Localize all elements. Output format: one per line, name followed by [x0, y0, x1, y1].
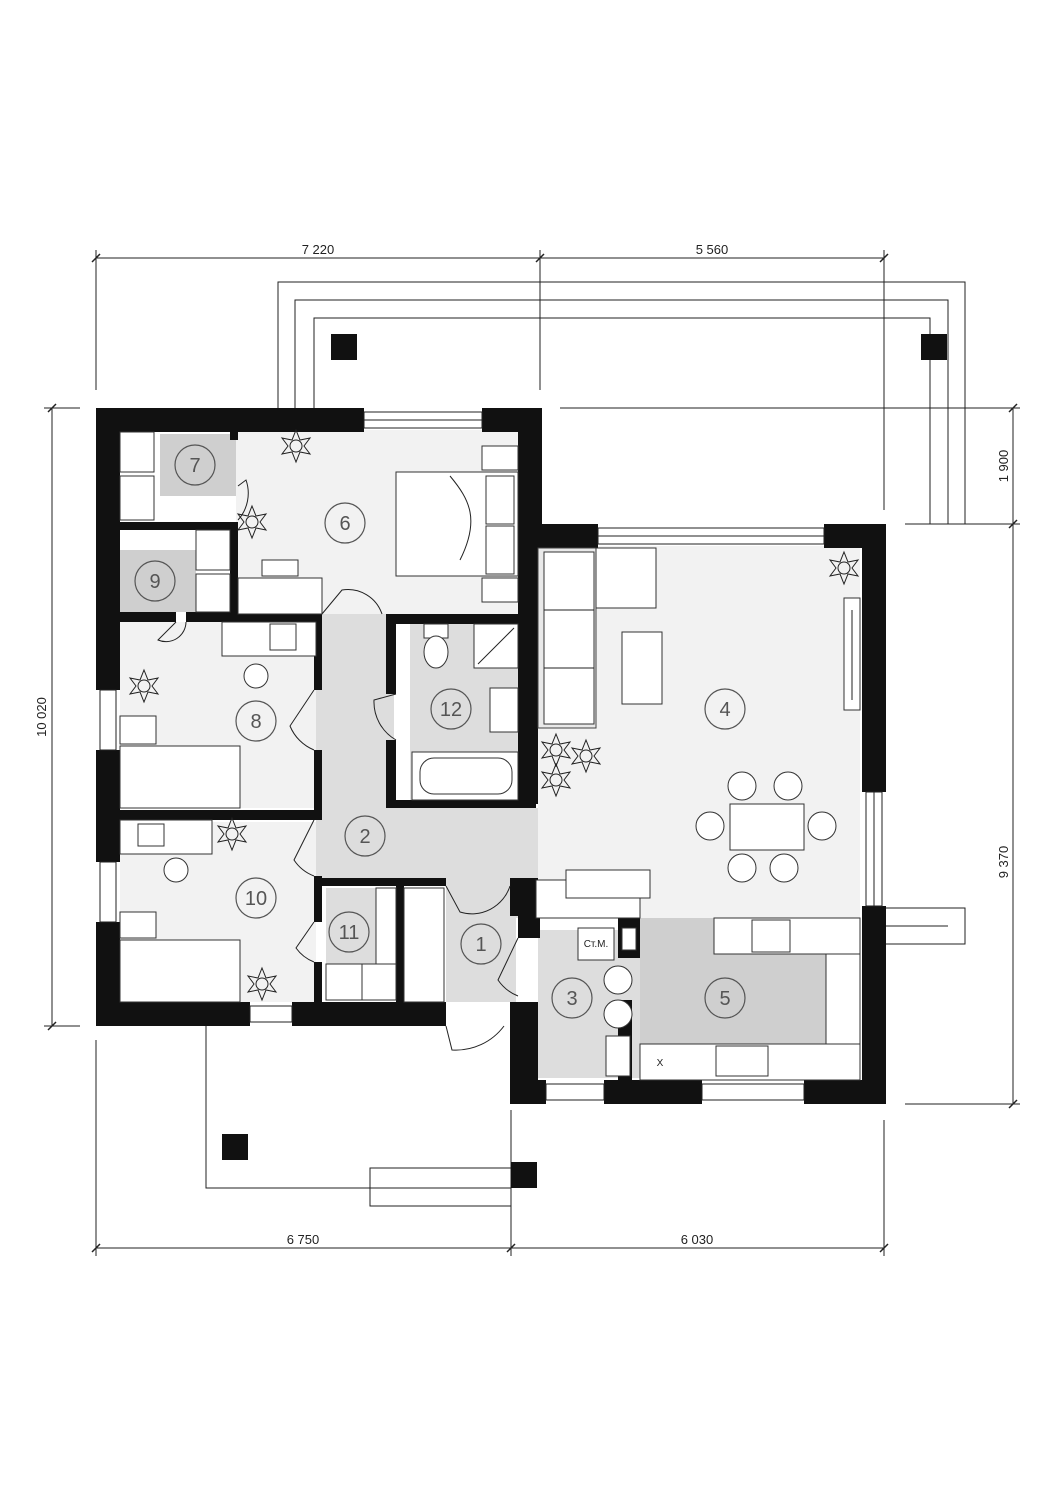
room-number: 9 — [149, 571, 160, 593]
dim-top-left: 7 220 — [302, 242, 335, 257]
dim-right-top: 1 900 — [996, 450, 1011, 483]
furniture — [119, 431, 861, 1081]
pillar — [921, 334, 947, 360]
room-marker-10: 10 — [235, 877, 277, 919]
windows — [99, 411, 883, 1101]
room-number: 10 — [245, 888, 267, 910]
room-number: 11 — [339, 922, 360, 944]
room-marker-4: 4 — [704, 688, 746, 730]
room-number: 12 — [440, 699, 462, 721]
dim-right-bottom: 9 370 — [996, 846, 1011, 879]
room-marker-3: 3 — [551, 977, 593, 1019]
dimension-ticks — [47, 253, 1018, 1253]
room-number: 4 — [719, 699, 730, 721]
room-marker-11: 11 — [328, 911, 370, 953]
doors — [157, 479, 519, 1051]
boiler-label: Ст.М. — [584, 939, 609, 950]
dim-bottom-right: 6 030 — [681, 1232, 714, 1247]
plants — [128, 428, 860, 1002]
room-marker-5: 5 — [704, 977, 746, 1019]
room-marker-2: 2 — [344, 815, 386, 857]
room-marker-8: 8 — [235, 700, 277, 742]
roof-outline — [205, 281, 966, 1207]
room-marker-12: 12 — [430, 688, 472, 730]
room-marker-1: 1 — [460, 923, 502, 965]
room-number: 2 — [359, 826, 370, 848]
room-marker-6: 6 — [324, 502, 366, 544]
sink-mark: X — [657, 1058, 664, 1069]
pillar — [331, 334, 357, 360]
room-number: 7 — [189, 455, 200, 477]
room-number: 3 — [566, 988, 577, 1010]
room-number: 5 — [719, 988, 730, 1010]
room-marker-9: 9 — [134, 560, 176, 602]
room-number: 6 — [339, 513, 350, 535]
dim-left: 10 020 — [34, 697, 49, 737]
room-marker-7: 7 — [174, 444, 216, 486]
pillar — [222, 1134, 248, 1160]
dim-bottom-left: 6 750 — [287, 1232, 320, 1247]
room-number: 1 — [475, 934, 486, 956]
dim-top-right: 5 560 — [696, 242, 729, 257]
room-number: 8 — [250, 711, 261, 733]
pillar — [511, 1162, 537, 1188]
